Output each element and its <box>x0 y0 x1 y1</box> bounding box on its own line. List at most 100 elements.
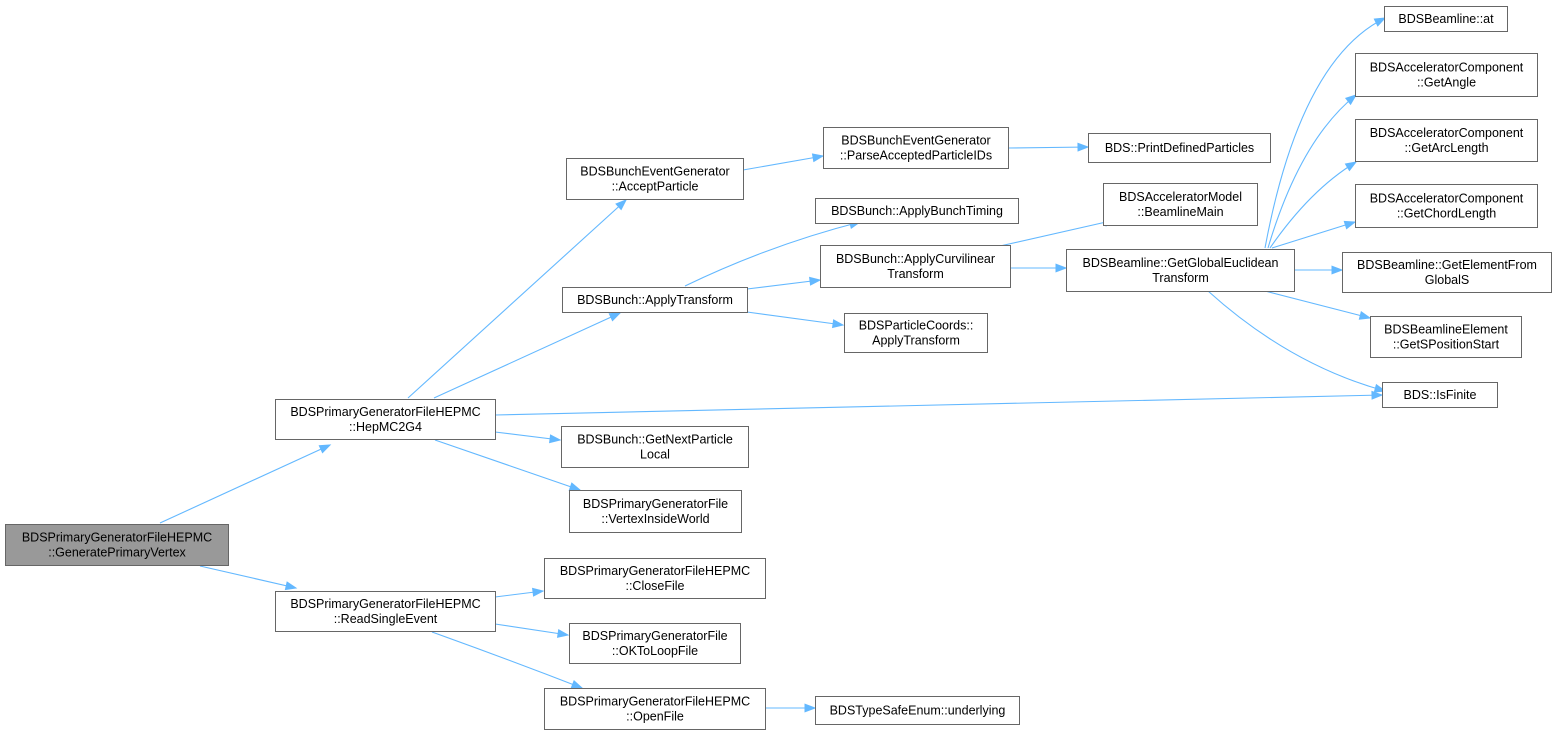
node-vertexinside-label-1: ::VertexInsideWorld <box>601 512 709 526</box>
node-accept[interactable]: BDSBunchEventGenerator::AcceptParticle <box>566 158 744 200</box>
edges-layer <box>159 17 1387 713</box>
node-curvilinear-label-0: BDSBunch::ApplyCurvilinear <box>836 252 995 266</box>
node-getchordlength-label-1: ::GetChordLength <box>1397 207 1496 221</box>
node-nextparticle-label-1: Local <box>640 448 670 462</box>
node-hepmc2g4[interactable]: BDSPrimaryGeneratorFileHEPMC::HepMC2G4 <box>275 399 496 440</box>
node-vertexinside[interactable]: BDSPrimaryGeneratorFile::VertexInsideWor… <box>569 490 742 533</box>
node-root-box <box>5 524 229 566</box>
arrowhead-parseids-to-printdef <box>1077 142 1090 152</box>
node-closefile-label-0: BDSPrimaryGeneratorFileHEPMC <box>560 564 750 578</box>
node-oktoloop-label-0: BDSPrimaryGeneratorFile <box>582 629 727 643</box>
edge-globaleuclid-to-spositionstart <box>1264 290 1371 319</box>
arrowhead-globaleuclid-to-getarclength <box>1344 161 1358 172</box>
edge-hepmc2g4-to-vertexinside <box>434 439 581 491</box>
arrowhead-accept-to-parseids <box>811 153 825 163</box>
node-beamlinemain[interactable]: BDSAcceleratorModel::BeamlineMain <box>1103 183 1258 226</box>
node-oktoloop-box <box>569 623 741 664</box>
edge-globaleuclid-to-isfinite <box>1207 290 1386 392</box>
node-bunchtiming[interactable]: BDSBunch::ApplyBunchTiming <box>815 198 1019 224</box>
node-getchordlength-box <box>1355 184 1538 228</box>
node-parseids-label-0: BDSBunchEventGenerator <box>841 134 990 148</box>
node-elementfromglobals-box <box>1342 252 1552 293</box>
node-closefile-box <box>544 558 766 599</box>
node-getangle[interactable]: BDSAcceleratorComponent::GetAngle <box>1355 53 1538 97</box>
node-readsingle-box <box>275 591 496 632</box>
node-vertexinside-label-0: BDSPrimaryGeneratorFile <box>583 497 728 511</box>
node-isfinite-box <box>1382 382 1498 408</box>
arrowhead-globaleuclid-to-spositionstart <box>1358 311 1372 320</box>
node-parseids[interactable]: BDSBunchEventGenerator::ParseAcceptedPar… <box>823 127 1009 169</box>
node-closefile[interactable]: BDSPrimaryGeneratorFileHEPMC::CloseFile <box>544 558 766 599</box>
node-bunchtiming-box <box>815 198 1019 224</box>
node-at-label-0: BDSBeamline::at <box>1398 12 1494 26</box>
node-particlecoords-label-1: ApplyTransform <box>872 334 960 348</box>
node-accept-label-1: ::AcceptParticle <box>612 180 699 194</box>
arrowhead-readsingle-to-oktoloop <box>556 628 570 638</box>
arrowhead-curvilinear-to-globaleuclid <box>1055 263 1068 273</box>
arrowhead-readsingle-to-openfile <box>570 679 584 689</box>
node-globaleuclid-box <box>1066 249 1295 292</box>
edge-parseids-to-printdef <box>1007 146 1089 149</box>
node-beamlinemain-label-1: ::BeamlineMain <box>1137 205 1223 219</box>
node-particlecoords[interactable]: BDSParticleCoords::ApplyTransform <box>844 313 988 353</box>
node-getarclength-label-1: ::GetArcLength <box>1404 141 1488 155</box>
node-openfile[interactable]: BDSPrimaryGeneratorFileHEPMC::OpenFile <box>544 688 766 730</box>
node-readsingle-label-1: ::ReadSingleEvent <box>334 612 438 626</box>
node-root[interactable]: BDSPrimaryGeneratorFileHEPMC::GeneratePr… <box>5 524 229 566</box>
node-getangle-label-0: BDSAcceleratorComponent <box>1370 61 1524 75</box>
node-underlying-box <box>815 696 1020 725</box>
node-globaleuclid-label-0: BDSBeamline::GetGlobalEuclidean <box>1083 256 1279 270</box>
node-printdef[interactable]: BDS::PrintDefinedParticles <box>1088 133 1271 163</box>
node-getarclength-box <box>1355 119 1538 162</box>
node-applytransform-box <box>562 287 748 313</box>
node-parseids-box <box>823 127 1009 169</box>
node-underlying[interactable]: BDSTypeSafeEnum::underlying <box>815 696 1020 725</box>
arrowhead-hepmc2g4-to-accept <box>615 199 628 211</box>
node-spositionstart[interactable]: BDSBeamlineElement::GetSPositionStart <box>1370 316 1522 358</box>
arrowhead-openfile-to-underlying <box>804 703 817 713</box>
edge-readsingle-to-oktoloop <box>494 623 569 636</box>
node-getchordlength[interactable]: BDSAcceleratorComponent::GetChordLength <box>1355 184 1538 228</box>
node-root-label-0: BDSPrimaryGeneratorFileHEPMC <box>22 531 212 545</box>
arrowhead-applytransform-to-particlecoords <box>831 319 845 329</box>
node-oktoloop[interactable]: BDSPrimaryGeneratorFile::OKToLoopFile <box>569 623 741 664</box>
node-at[interactable]: BDSBeamline::at <box>1384 6 1508 32</box>
node-getarclength[interactable]: BDSAcceleratorComponent::GetArcLength <box>1355 119 1538 162</box>
node-hepmc2g4-label-0: BDSPrimaryGeneratorFileHEPMC <box>290 405 480 419</box>
node-readsingle-label-0: BDSPrimaryGeneratorFileHEPMC <box>290 597 480 611</box>
node-applytransform[interactable]: BDSBunch::ApplyTransform <box>562 287 748 313</box>
edge-readsingle-to-openfile <box>431 631 583 689</box>
node-getarclength-label-0: BDSAcceleratorComponent <box>1370 126 1524 140</box>
arrowhead-hepmc2g4-to-vertexinside <box>568 482 582 491</box>
node-particlecoords-box <box>844 313 988 353</box>
arrowhead-globaleuclid-to-getchordlength <box>1343 220 1357 230</box>
node-nextparticle-box <box>561 426 749 468</box>
node-curvilinear-label-1: Transform <box>887 267 944 281</box>
edge-root-to-readsingle <box>199 565 297 589</box>
edge-globaleuclid-to-at <box>1264 17 1386 249</box>
edge-hepmc2g4-to-applytransform <box>433 312 621 399</box>
node-isfinite-label-0: BDS::IsFinite <box>1404 388 1477 402</box>
edge-curvilinear-to-beamlinemain <box>999 219 1116 247</box>
node-underlying-label-0: BDSTypeSafeEnum::underlying <box>830 704 1006 718</box>
arrowhead-hepmc2g4-to-applytransform <box>608 312 622 322</box>
node-elementfromglobals-label-0: BDSBeamline::GetElementFrom <box>1357 258 1537 272</box>
node-readsingle[interactable]: BDSPrimaryGeneratorFileHEPMC::ReadSingle… <box>275 591 496 632</box>
edge-hepmc2g4-to-isfinite <box>494 394 1383 416</box>
node-globaleuclid-label-1: Transform <box>1152 271 1209 285</box>
arrowhead-applytransform-to-curvilinear <box>809 276 822 286</box>
arrowhead-globaleuclid-to-getangle <box>1344 94 1358 106</box>
edge-globaleuclid-to-getangle <box>1267 94 1357 249</box>
node-printdef-box <box>1088 133 1271 163</box>
edge-globaleuclid-to-getchordlength <box>1271 221 1356 249</box>
node-spositionstart-box <box>1370 316 1522 358</box>
node-spositionstart-label-1: ::GetSPositionStart <box>1393 338 1500 352</box>
node-oktoloop-label-1: ::OKToLoopFile <box>612 644 698 658</box>
node-at-box <box>1384 6 1508 32</box>
node-isfinite[interactable]: BDS::IsFinite <box>1382 382 1498 408</box>
node-hepmc2g4-label-1: ::HepMC2G4 <box>349 420 422 434</box>
